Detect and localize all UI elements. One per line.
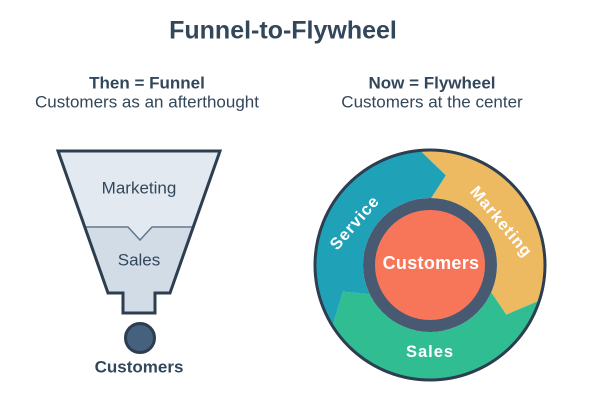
flywheel-sales-label: Sales <box>405 342 455 361</box>
customers-dot <box>124 322 156 354</box>
funnel-customers-label: Customers <box>94 357 184 377</box>
funnel-stage-sales-label: Sales <box>117 250 161 270</box>
flywheel-segment-sales <box>332 291 540 380</box>
funnel-stage-marketing-label: Marketing <box>101 178 177 198</box>
funnel-panel-subheading: Customers as an afterthought <box>35 92 259 112</box>
flywheel-customers-label: Customers <box>382 253 480 274</box>
flywheel-segment-service <box>315 150 446 326</box>
funnel-outline <box>55 149 223 315</box>
flywheel-panel-heading: Now = Flywheel <box>368 73 496 93</box>
flywheel-center-circle <box>375 210 485 320</box>
flywheel-segment-marketing <box>420 149 546 315</box>
funnel-graphic <box>55 149 223 354</box>
funnel-top-section <box>58 151 220 240</box>
funnel-panel-heading: Then = Funnel <box>89 73 205 93</box>
page-title: Funnel-to-Flywheel <box>169 16 397 45</box>
flywheel-graphic <box>313 148 547 382</box>
flywheel-outer-border <box>313 148 547 382</box>
funnel-divider-line <box>84 226 194 242</box>
flywheel-panel-subheading: Customers at the center <box>341 92 523 112</box>
